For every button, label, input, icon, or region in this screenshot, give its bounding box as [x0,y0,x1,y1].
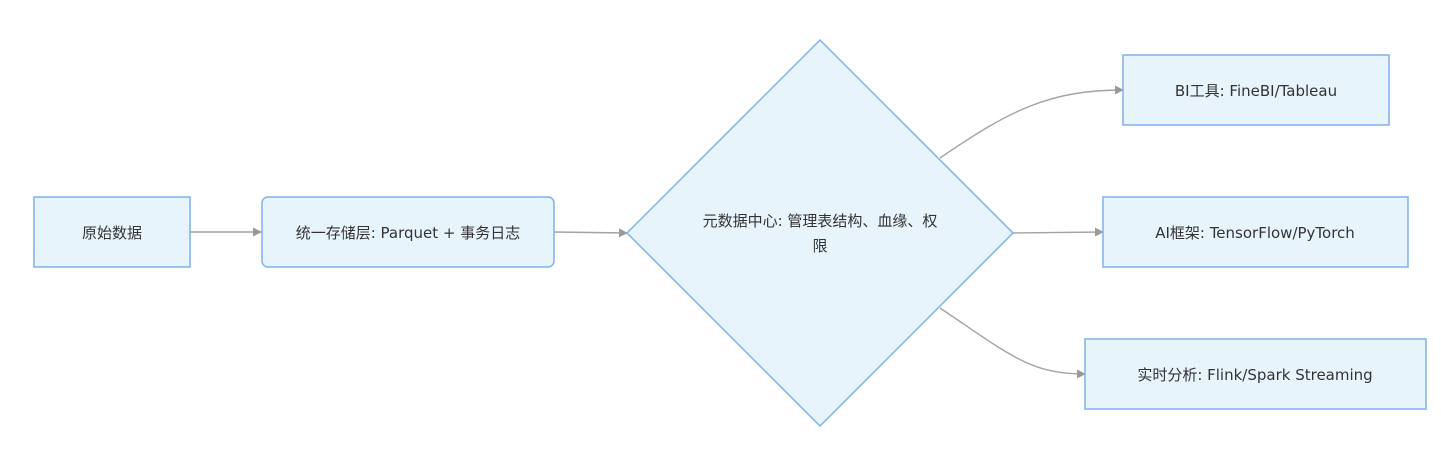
node-ai-frameworks-box [1102,196,1409,268]
node-raw-data[interactable]: 原始数据 [33,196,191,268]
node-unified-storage-label: 统一存储层: Parquet + 事务日志 [296,224,521,242]
edge-storage-to-meta [553,228,628,238]
node-unified-storage-box [261,196,555,268]
node-ai-frameworks-label: AI框架: TensorFlow/PyTorch [1155,224,1355,242]
edges [190,85,1124,379]
node-bi-tools-label: BI工具: FineBI/Tableau [1175,82,1337,100]
node-raw-data-box [33,196,191,268]
node-realtime-analytics-box [1084,338,1427,410]
node-realtime-analytics[interactable]: 实时分析: Flink/Spark Streaming [1084,338,1427,410]
node-raw-data-label: 原始数据 [82,224,142,242]
edge-meta-to-ai [1012,227,1104,237]
node-metadata-center[interactable]: 元数据中心: 管理表结构、血缘、权 限 [625,38,1015,428]
node-ai-frameworks[interactable]: AI框架: TensorFlow/PyTorch [1102,196,1409,268]
node-unified-storage[interactable]: 统一存储层: Parquet + 事务日志 [261,196,555,268]
node-bi-tools[interactable]: BI工具: FineBI/Tableau [1122,54,1390,126]
edge-meta-to-bi [939,85,1124,159]
edge-meta-to-rt [939,307,1086,379]
node-metadata-center-diamond [625,38,1015,428]
node-metadata-center-label-line1: 元数据中心: 管理表结构、血缘、权 [703,212,938,230]
node-metadata-center-label-line2: 限 [812,237,827,255]
node-bi-tools-box [1122,54,1390,126]
node-realtime-analytics-label: 实时分析: Flink/Spark Streaming [1137,366,1372,384]
